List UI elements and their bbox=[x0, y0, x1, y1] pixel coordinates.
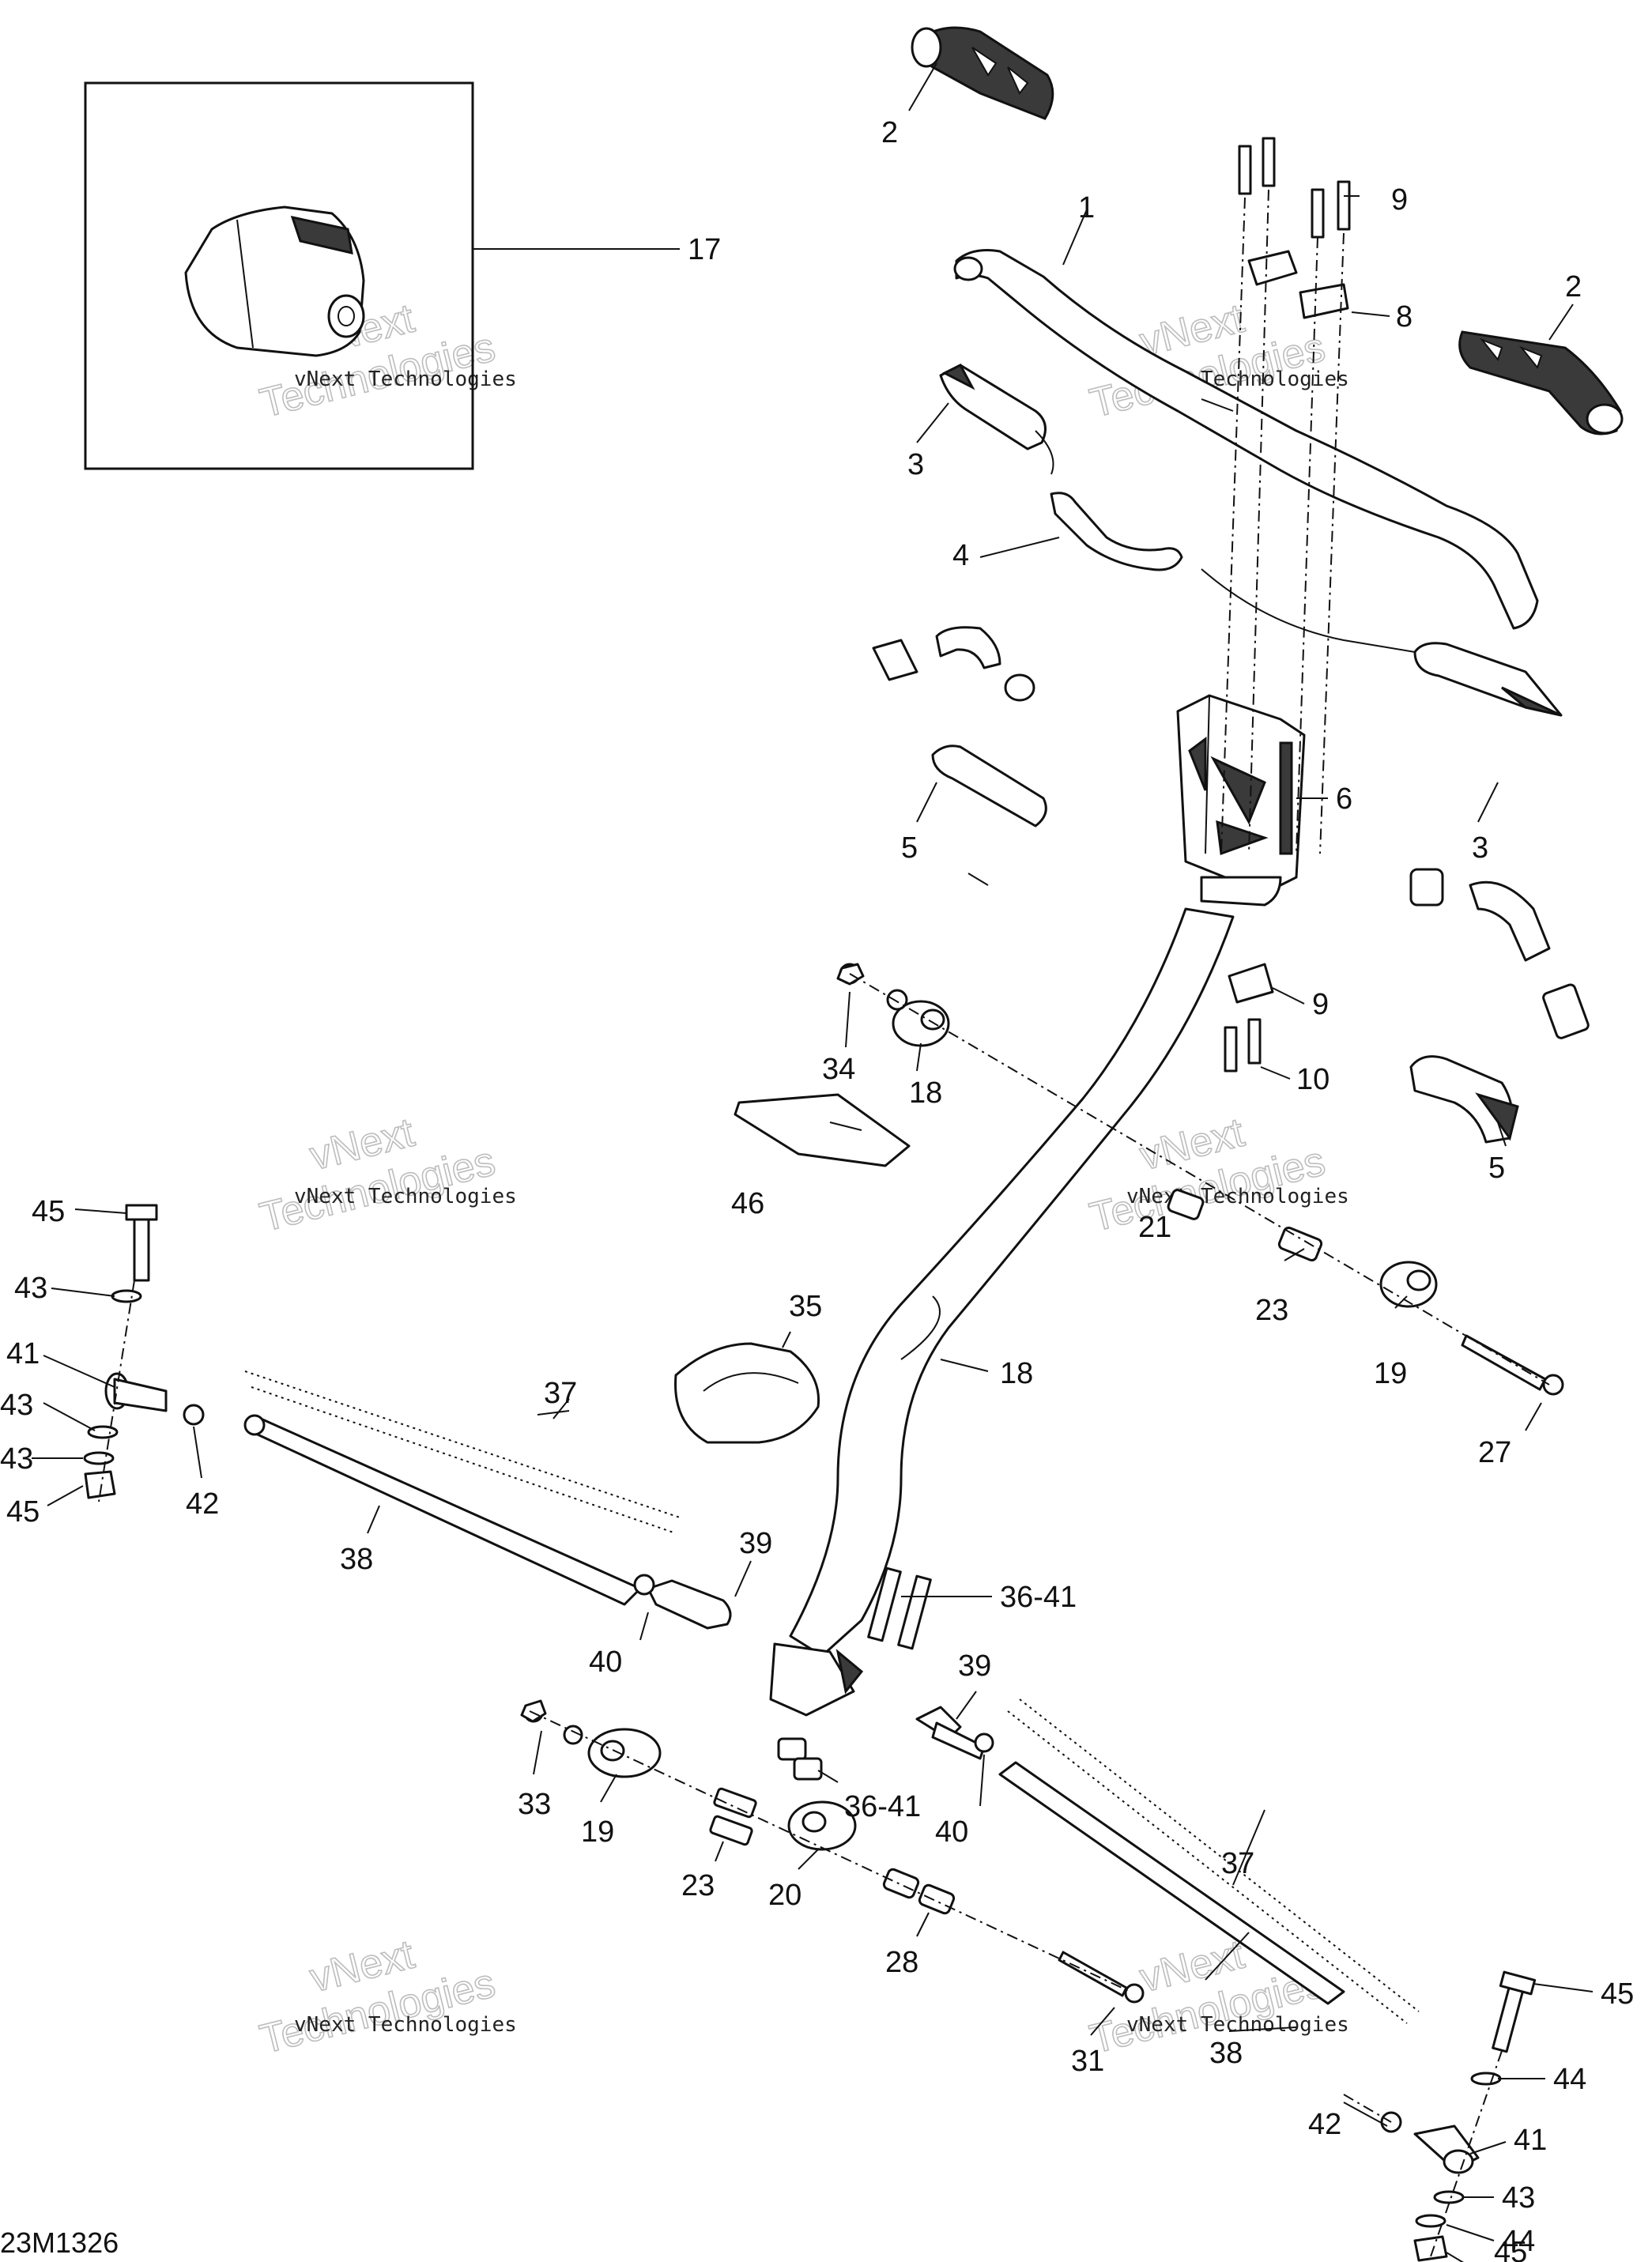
leader-lines bbox=[32, 62, 1594, 2262]
callout-45: 45 bbox=[1494, 2236, 1527, 2262]
callout-37: 38 bbox=[1209, 2037, 1243, 2070]
callout-43: 43 bbox=[0, 1442, 33, 1476]
callout-35: 36-41 bbox=[844, 1790, 921, 1823]
callout-17: 18 bbox=[1000, 1357, 1033, 1390]
callout-27: 27 bbox=[1478, 1436, 1511, 1469]
callout-44: 45 bbox=[1601, 1977, 1634, 2011]
callout-21: 23 bbox=[681, 1869, 715, 1902]
watermark-small: vNext Technologies bbox=[1126, 1185, 1349, 1208]
heating-element-left-part bbox=[939, 364, 1054, 475]
clamp-lower-part bbox=[1228, 963, 1274, 1004]
callout-5: 5 bbox=[1488, 1152, 1505, 1185]
callout-9: 9 bbox=[1391, 183, 1408, 217]
riser-part bbox=[1176, 694, 1306, 895]
callout-36-41: 37 bbox=[544, 1377, 577, 1410]
tie-rod-left-part bbox=[243, 1370, 732, 1630]
connector-right-part bbox=[1409, 868, 1590, 1144]
callout-labels: 2 1 9 8 2 17 3 4 5 6 3 9 10 5 34 18 46 2… bbox=[0, 116, 1634, 2262]
cover-part bbox=[674, 1342, 820, 1444]
callout-19: 20 bbox=[768, 1879, 801, 1912]
callout-23: 28 bbox=[885, 1946, 918, 1979]
tie-rod-right-part bbox=[915, 1698, 1420, 2024]
callout-38: 39 bbox=[739, 1527, 772, 1560]
ball-joint-left-part bbox=[83, 1204, 205, 1502]
callout-37: 38 bbox=[340, 1543, 373, 1576]
callout-46: 46 bbox=[731, 1187, 764, 1220]
callout-10: 17 bbox=[688, 233, 721, 266]
callout-40: 41 bbox=[1514, 2124, 1547, 2157]
callout-20: 21 bbox=[1138, 1211, 1171, 1244]
callout-28: 31 bbox=[1071, 2045, 1104, 2078]
callout-34: 36-41 bbox=[1000, 1581, 1077, 1614]
callout-38: 39 bbox=[958, 1649, 991, 1683]
callout-3: 3 bbox=[1472, 831, 1488, 865]
spacers bbox=[709, 1189, 1323, 1915]
callout-1: 1 bbox=[1078, 191, 1095, 224]
inset-box-part-10 bbox=[84, 81, 680, 470]
callout-6: 6 bbox=[1336, 782, 1352, 816]
callout-41: 42 bbox=[1308, 2108, 1341, 2141]
callout-42: 43 bbox=[1502, 2181, 1535, 2215]
grip-left-part bbox=[911, 26, 1054, 120]
callout-7: 8 bbox=[1396, 300, 1412, 334]
callout-18: 19 bbox=[1374, 1357, 1407, 1390]
callout-45: 45 bbox=[6, 1495, 40, 1529]
bolt-27 bbox=[1461, 1334, 1564, 1396]
callout-23: 23 bbox=[1255, 1294, 1288, 1327]
callout-42: 43 bbox=[0, 1389, 33, 1422]
callout-19: 19 bbox=[581, 1815, 614, 1849]
watermark-small: vNext Technologies bbox=[294, 2013, 517, 2037]
bushing-right-part bbox=[1379, 1261, 1438, 1308]
connector-left-part bbox=[872, 626, 1047, 828]
callout-31: 33 bbox=[518, 1788, 551, 1821]
figure-code: 23M1326 bbox=[0, 2226, 119, 2259]
bolts-34 bbox=[867, 1566, 932, 1650]
watermark-small: vNext Technologies bbox=[294, 368, 517, 391]
wire-harness-part bbox=[1050, 492, 1183, 571]
callout-5: 5 bbox=[901, 831, 918, 865]
callout-39: 40 bbox=[589, 1646, 622, 1679]
watermark-small: vNext Technologies bbox=[294, 1185, 517, 1208]
bolt-28 bbox=[1058, 1951, 1145, 2004]
bolts-upper bbox=[1220, 137, 1351, 854]
callout-8: 9 bbox=[1312, 988, 1329, 1021]
ball-joint-right-part bbox=[1343, 1970, 1537, 2262]
callout-40: 41 bbox=[6, 1337, 40, 1370]
watermarks: vNext Technologies vNext Technologies vN… bbox=[255, 295, 1349, 2064]
bushing-lower-right-part bbox=[787, 1800, 857, 1851]
callout-44: 45 bbox=[32, 1195, 65, 1228]
callout-9: 10 bbox=[1296, 1063, 1330, 1096]
heating-element-right-part bbox=[1201, 568, 1563, 717]
grip-right-part bbox=[1458, 330, 1624, 435]
callout-36-41: 37 bbox=[1221, 1847, 1254, 1880]
callout-43: 44 bbox=[1502, 2225, 1535, 2258]
handlebar-part bbox=[953, 249, 1539, 630]
callout-18: 18 bbox=[909, 1076, 942, 1110]
callout-2: 2 bbox=[1565, 270, 1582, 303]
clamp-upper-part bbox=[1247, 250, 1349, 319]
callout-3: 3 bbox=[907, 448, 924, 481]
nut-31 bbox=[520, 1699, 547, 1723]
watermark-small: vNext Technologies bbox=[1126, 2013, 1349, 2037]
callout-33: 35 bbox=[789, 1290, 822, 1323]
callout-32: 34 bbox=[822, 1053, 855, 1086]
plate-part bbox=[734, 1093, 911, 1167]
callout-41: 42 bbox=[186, 1487, 219, 1521]
callout-39: 40 bbox=[935, 1815, 968, 1849]
steering-column-part bbox=[769, 876, 1282, 1717]
callout-43: 44 bbox=[1553, 2063, 1586, 2096]
callout-2: 2 bbox=[881, 116, 898, 149]
callout-4: 4 bbox=[952, 539, 969, 572]
hand-guard-cover-part bbox=[184, 205, 365, 357]
callout-43: 43 bbox=[14, 1272, 47, 1305]
bolts-lower bbox=[1224, 1018, 1262, 1073]
